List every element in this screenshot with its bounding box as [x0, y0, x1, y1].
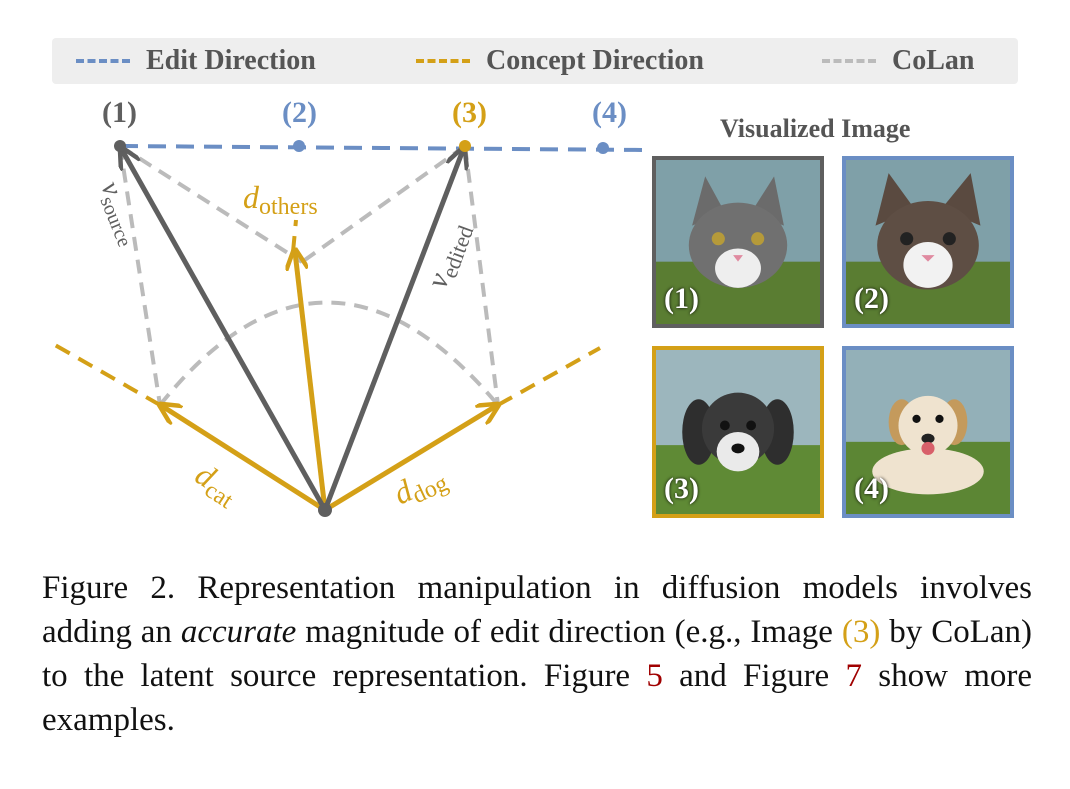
legend-colan: CoLan	[822, 38, 974, 84]
thumbnail-3-puppy: (3)	[652, 346, 824, 518]
caption-text-1: Figure 2. Representation manipulation in…	[42, 570, 1032, 650]
v-source-label: vsource	[91, 177, 148, 250]
d-others-arrow	[295, 252, 328, 511]
d-others-label: dothers	[243, 179, 318, 220]
caption-figure-5-link[interactable]: 5	[646, 658, 663, 694]
legend-concept-label: Concept Direction	[486, 45, 704, 76]
d-cat-arrow	[162, 406, 327, 513]
caption-text-4: and Figure	[662, 658, 846, 694]
caption-figure-7-link[interactable]: 7	[845, 658, 862, 694]
d-dog-arrow	[323, 406, 496, 513]
thumbnail-4-dog: (4)	[842, 346, 1014, 518]
thumbnail-4-label: (4)	[854, 472, 889, 505]
caption-image-ref-3[interactable]: (3)	[841, 614, 881, 650]
concept-arrows	[162, 252, 496, 513]
legend: Edit Direction Concept Direction CoLan	[52, 38, 1018, 84]
caption-text-3: by CoLan) to the latent source represent…	[42, 614, 1033, 694]
d-cat-label: dcat	[186, 456, 245, 515]
thumbnail-2-label: (2)	[854, 282, 889, 315]
colan-construction-lines	[118, 144, 500, 407]
origin-point	[318, 503, 332, 517]
visualized-image-title: Visualized Image	[720, 114, 911, 143]
thumbnail-3-label: (3)	[664, 472, 699, 505]
node-label-2: (2)	[282, 96, 317, 129]
legend-edit-label: Edit Direction	[146, 45, 316, 76]
point-4	[597, 142, 609, 154]
caption-emphasis: accurate	[180, 614, 297, 650]
legend-colan-swatch	[822, 59, 876, 63]
edit-direction-line	[119, 144, 646, 152]
point-3	[459, 140, 471, 152]
caption-text-2: magnitude of edit direction (e.g., Image	[296, 614, 842, 650]
v-edited-label: vedited	[421, 218, 479, 294]
dog-image	[846, 350, 1010, 514]
thumbnail-2-cat-dog: (2)	[842, 156, 1014, 328]
node-label-4: (4)	[592, 96, 627, 129]
caption-text-5: show more examples.	[42, 658, 1033, 738]
thumbnail-1-label: (1)	[664, 282, 699, 315]
node-label-3: (3)	[452, 96, 487, 129]
legend-concept-direction: Concept Direction	[416, 38, 704, 84]
representation-vectors	[122, 150, 463, 512]
node-label-1: (1)	[102, 96, 137, 129]
legend-edit-direction: Edit Direction	[76, 38, 316, 84]
figure-caption: Figure 2. Representation manipulation in…	[42, 566, 1032, 742]
v-edited-arrow	[322, 150, 463, 511]
cat-dog-image	[846, 160, 1010, 324]
puppy-image	[656, 350, 820, 514]
thumbnail-1-cat: (1)	[652, 156, 824, 328]
vector-diagram: vsource vedited dothers dcat ddog	[54, 140, 646, 517]
cat-image	[656, 160, 820, 324]
legend-colan-label: CoLan	[892, 45, 975, 76]
legend-edit-swatch	[76, 59, 130, 63]
point-1	[114, 140, 126, 152]
point-2	[293, 140, 305, 152]
figure-2: Edit Direction Concept Direction CoLan (…	[52, 38, 1018, 518]
legend-concept-swatch	[416, 59, 470, 63]
v-source-arrow	[122, 150, 328, 512]
